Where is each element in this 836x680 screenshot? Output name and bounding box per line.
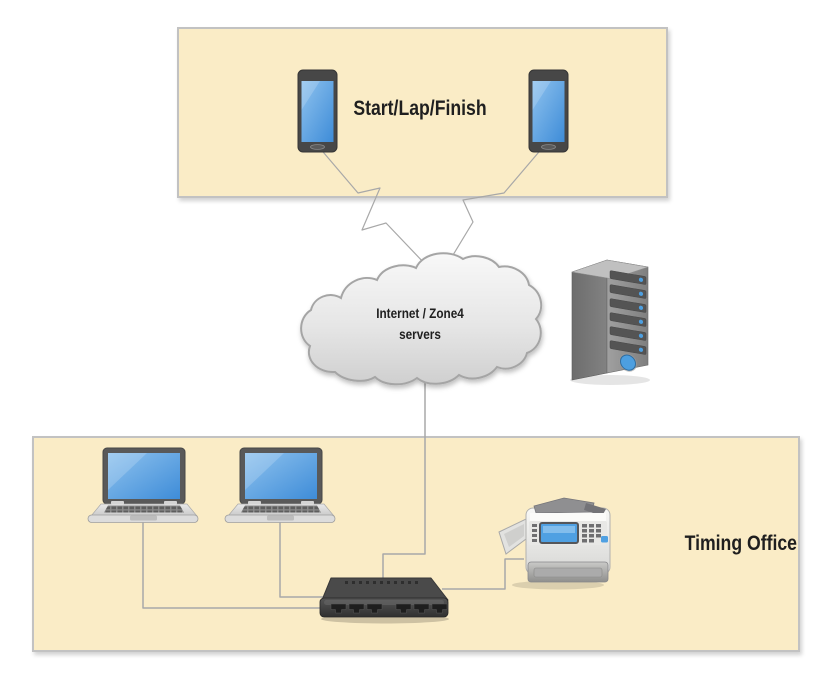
cloud-label-line1: Internet / Zone4 [376, 305, 464, 321]
connector-switch-printer [442, 558, 524, 590]
connector-phone-left-cloud [317, 145, 427, 266]
zone-start-lap-finish-label: Start/Lap/Finish [353, 97, 487, 120]
connector-cloud-switch [382, 378, 426, 585]
laptop-right-icon [224, 447, 336, 523]
smartphone-left-icon [297, 69, 338, 153]
smartphone-right-icon [528, 69, 569, 153]
connector-laptop-right-switch [279, 515, 330, 598]
printer-icon [498, 497, 611, 590]
zone-start-lap-finish [177, 27, 668, 198]
cloud-label-line2: servers [399, 326, 441, 342]
network-switch-icon [319, 577, 449, 624]
cloud-label: Internet / Zone4 servers [344, 303, 495, 345]
connector-lines [142, 145, 545, 609]
laptop-left-icon [87, 447, 199, 523]
zone-timing-office-label: Timing Office [684, 532, 797, 555]
server-tower-icon [570, 259, 650, 385]
internet-cloud-icon [300, 252, 543, 386]
connector-phone-right-cloud [449, 145, 545, 261]
connector-laptop-left-switch [142, 515, 330, 609]
